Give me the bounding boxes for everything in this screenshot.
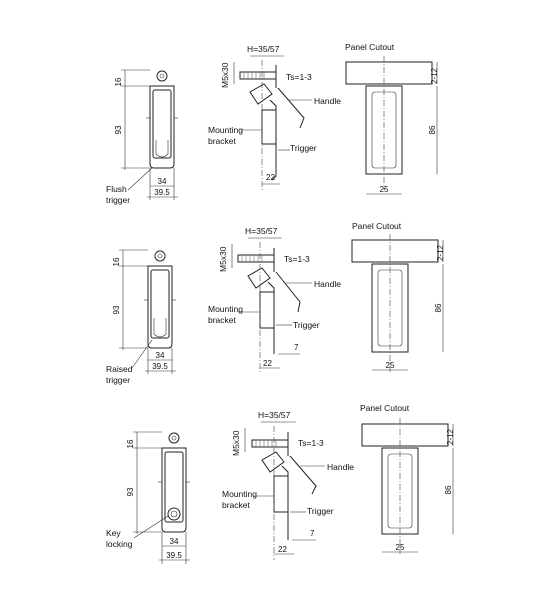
dim-width-inner: 34 [156, 351, 165, 360]
dim-m: M5x30 [231, 430, 241, 456]
cutout-height: 86 [434, 303, 443, 312]
dim-22: 22 [266, 173, 275, 182]
handle-label: Handle [327, 462, 354, 472]
dim-22: 22 [263, 359, 272, 368]
cutout-thickness: 2-12 [430, 67, 439, 84]
trigger-side-label: Trigger [293, 320, 320, 330]
trigger-label-line1: Key [106, 528, 121, 538]
cutout-height: 86 [444, 485, 453, 494]
side-view: H=35/57 M5x30 Ts=1-3 Handle Mounting bra… [208, 226, 341, 372]
side-view: H=35/57 M5x30 Ts=1-3 Handle Mounting bra… [222, 410, 354, 560]
front-view: 16 93 34 39.5 Key locking [106, 431, 190, 564]
trigger-label-line2: trigger [106, 195, 130, 205]
trigger-side-label: Trigger [307, 506, 334, 516]
dim-7: 7 [294, 343, 299, 352]
panel-cutout: Panel Cutout 2-12 86 25 [345, 42, 439, 195]
cutout-width: 25 [396, 543, 405, 552]
dim-ts: Ts=1-3 [286, 72, 312, 82]
bracket-label-line2: bracket [208, 315, 237, 325]
side-view: H=35/57 M5x30 Ts=1-3 Handle Mounting bra… [208, 44, 341, 190]
dim-top: 16 [112, 257, 121, 266]
cutout-width: 25 [380, 185, 389, 194]
panel-cutout: Panel Cutout 2-12 86 25 [351, 221, 445, 372]
cutout-title: Panel Cutout [360, 403, 410, 413]
cutout-title: Panel Cutout [352, 221, 402, 231]
trigger-side-label: Trigger [290, 143, 317, 153]
handle-label: Handle [314, 96, 341, 106]
handle-label: Handle [314, 279, 341, 289]
dim-h: H=35/57 [245, 226, 278, 236]
bracket-label-line2: bracket [222, 500, 251, 510]
dim-width-inner: 34 [170, 537, 179, 546]
cutout-title: Panel Cutout [345, 42, 395, 52]
dim-h: H=35/57 [258, 410, 291, 420]
row-1: 16 93 34 39.5 Flush trigger H=35/57 M5x3… [106, 42, 439, 205]
dim-ts: Ts=1-3 [298, 438, 324, 448]
dim-m: M5x30 [218, 246, 228, 272]
dim-height: 93 [112, 305, 121, 314]
cutout-thickness: 2-12 [436, 244, 445, 261]
dim-width-outer: 39.5 [152, 362, 168, 371]
trigger-label-line1: Raised [106, 364, 133, 374]
dim-m: M5x30 [220, 62, 230, 88]
bracket-label-line1: Mounting [222, 489, 257, 499]
trigger-label-line2: trigger [106, 375, 130, 385]
front-view: 16 93 34 39.5 Raised trigger [106, 249, 176, 385]
dim-height: 93 [126, 487, 135, 496]
dim-width-outer: 39.5 [154, 188, 170, 197]
trigger-label-line2: locking [106, 539, 133, 549]
panel-cutout: Panel Cutout 2-12 86 25 [360, 403, 455, 554]
dim-height: 93 [114, 125, 123, 134]
front-view: 16 93 34 39.5 Flush trigger [106, 69, 178, 205]
bracket-label-line1: Mounting [208, 125, 243, 135]
bracket-label-line1: Mounting [208, 304, 243, 314]
row-2: 16 93 34 39.5 Raised trigger H=35/57 M5x… [106, 221, 445, 385]
dim-top: 16 [114, 77, 123, 86]
dim-ts: Ts=1-3 [284, 254, 310, 264]
dim-top: 16 [126, 439, 135, 448]
dim-h: H=35/57 [247, 44, 280, 54]
cutout-thickness: 2-12 [446, 428, 455, 445]
dim-width-outer: 39.5 [166, 551, 182, 560]
dim-width-inner: 34 [158, 177, 167, 186]
dim-22: 22 [278, 545, 287, 554]
trigger-label-line1: Flush [106, 184, 127, 194]
dim-7: 7 [310, 529, 315, 538]
cutout-height: 86 [428, 125, 437, 134]
row-3: 16 93 34 39.5 Key locking H=35/57 M5x30 … [106, 403, 455, 564]
cutout-width: 25 [386, 361, 395, 370]
bracket-label-line2: bracket [208, 136, 237, 146]
